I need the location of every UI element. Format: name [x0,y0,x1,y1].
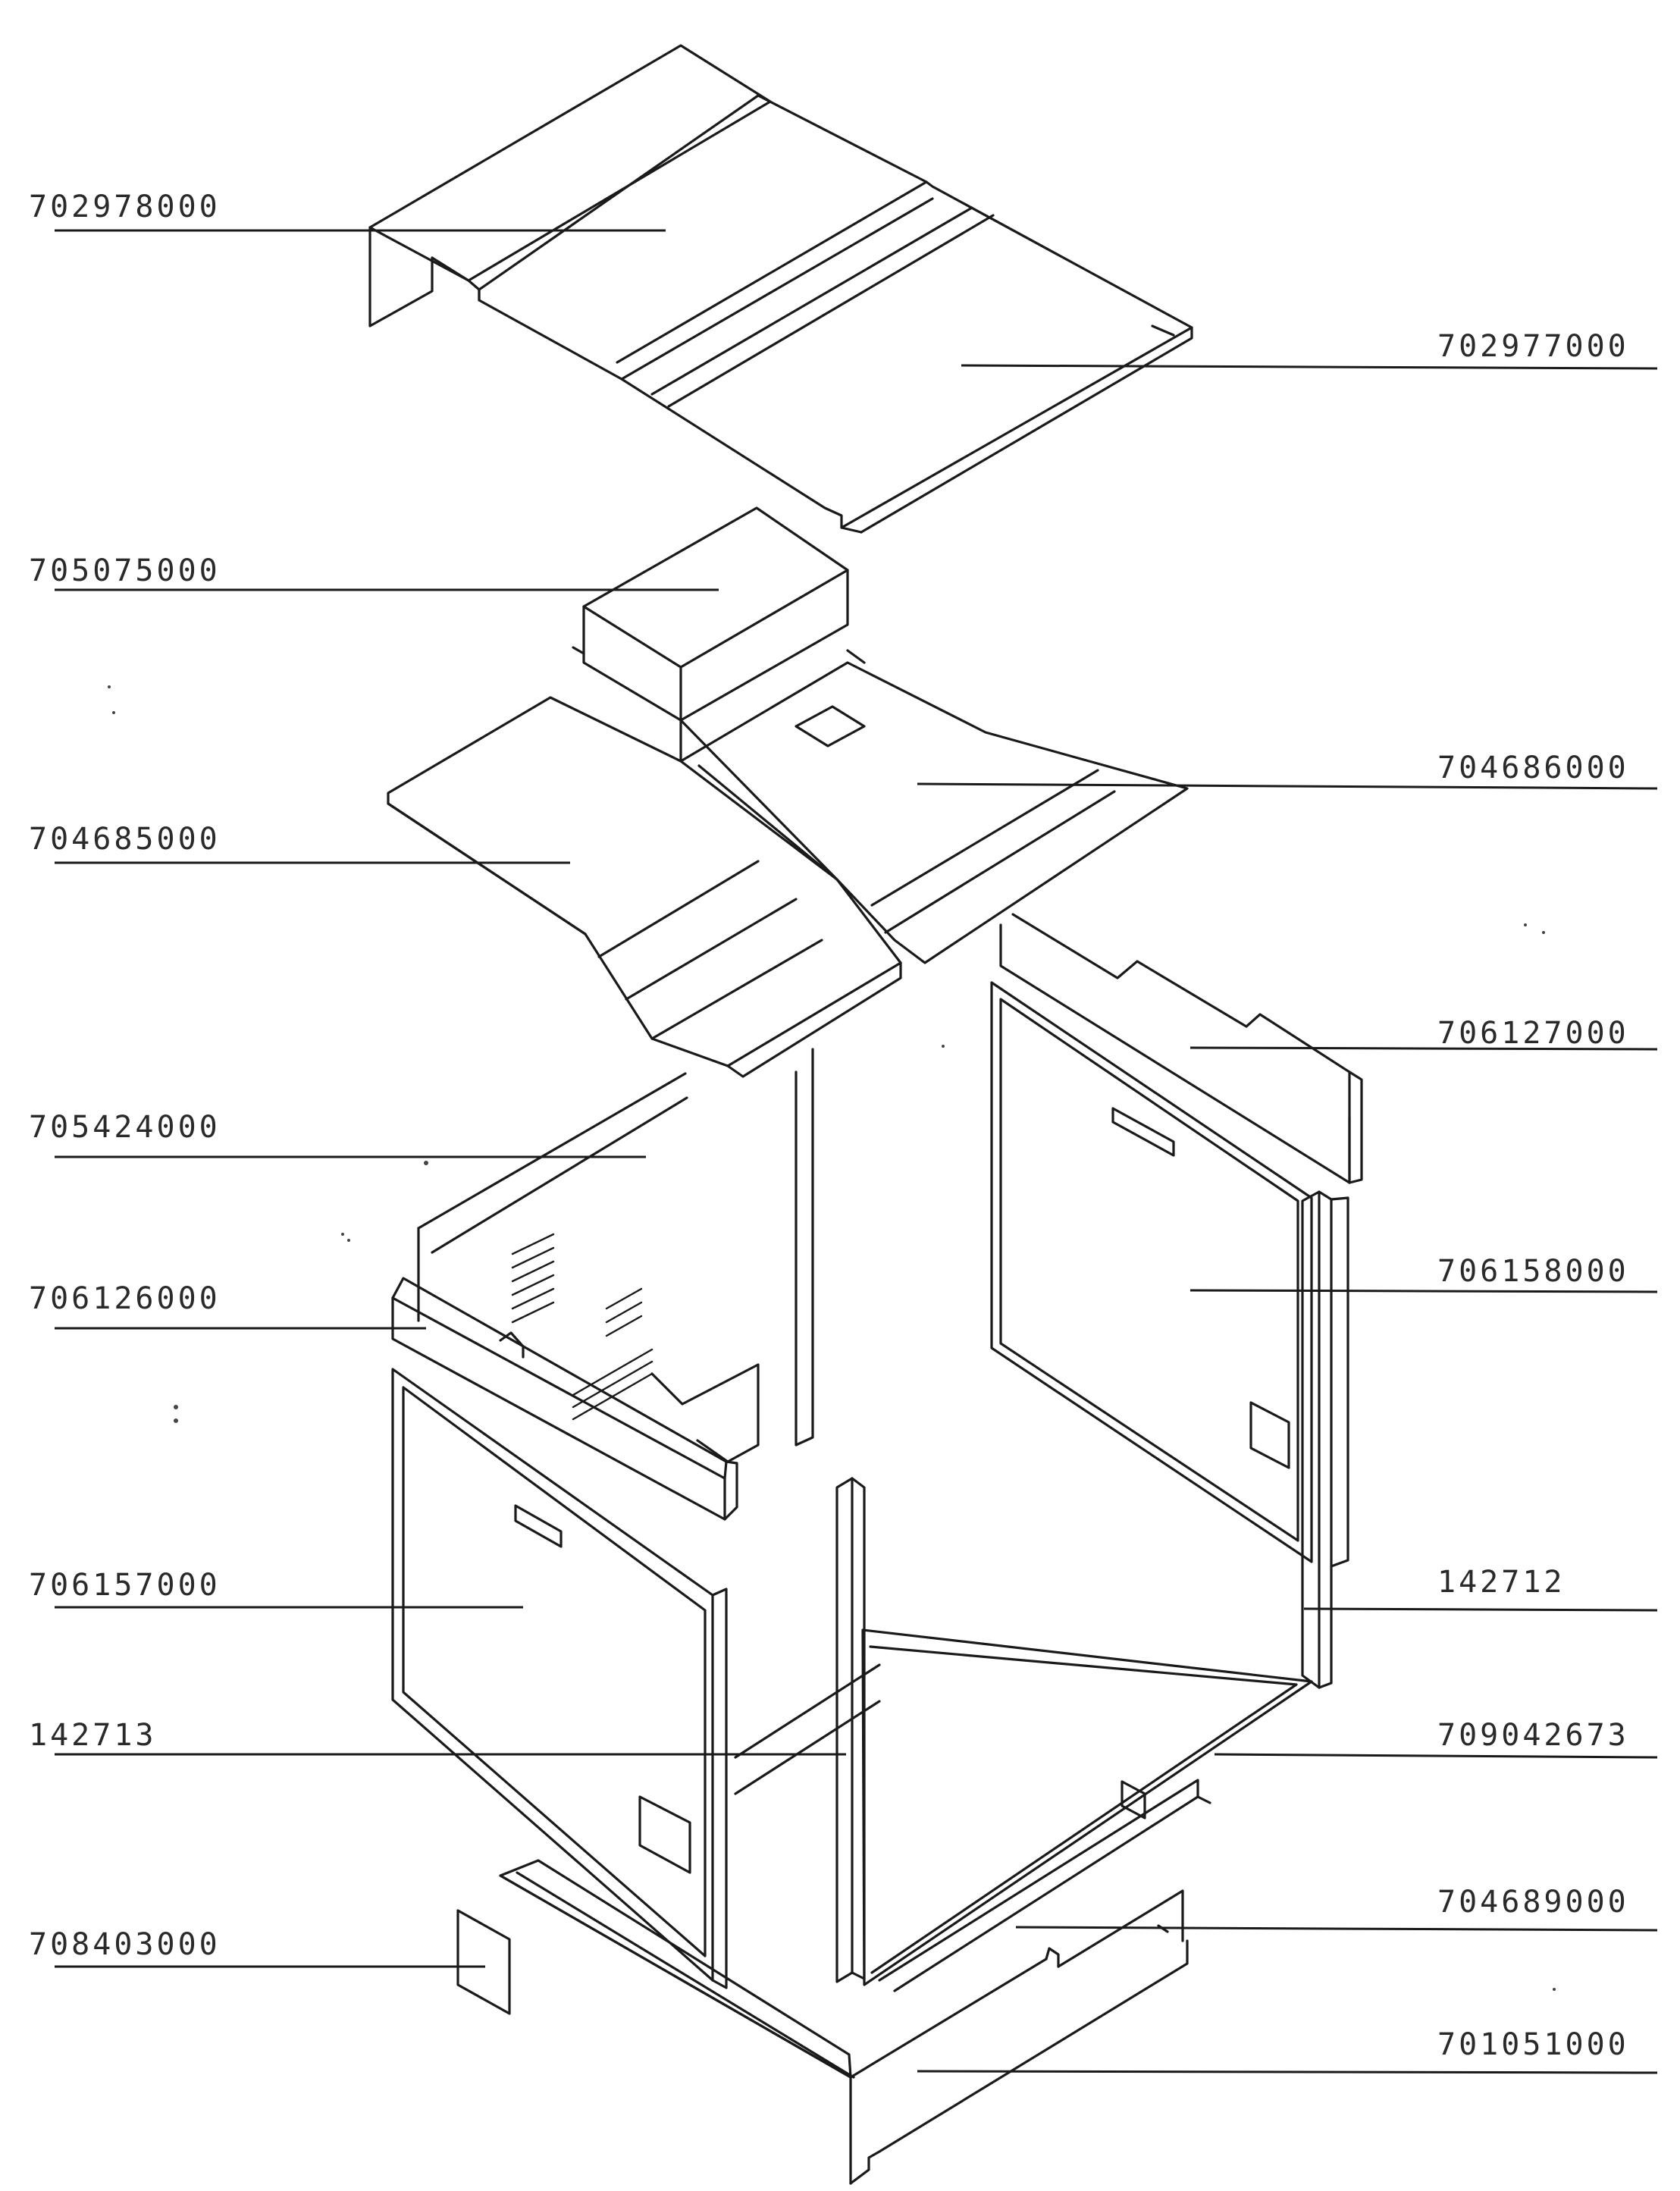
part-number-label: 706127000 [1437,1016,1629,1051]
part-number-label: 704686000 [1437,751,1629,785]
callout-706126000[interactable]: 706126000 [29,1281,426,1330]
part-number-label: 706158000 [1437,1254,1629,1289]
bottom-frame [878,1779,1211,1992]
callout-708403000[interactable]: 708403000 [29,1927,485,1968]
part-number-label: 142712 [1437,1565,1566,1600]
part-number-label: 702978000 [29,190,221,224]
callout-705075000[interactable]: 705075000 [29,553,719,591]
callout-702977000[interactable]: 702977000 [961,329,1658,370]
callout-704685000[interactable]: 704685000 [29,822,570,864]
leader-line [1189,1046,1658,1051]
callout-704689000[interactable]: 704689000 [1015,1885,1658,1932]
top-cover [478,94,1193,534]
seal-strip-left [835,1477,866,1983]
left-side-panel [391,1368,728,1989]
insulation-top-left [387,696,902,1078]
leader-line [1015,1926,1658,1932]
callout-706127000[interactable]: 706127000 [1189,1016,1658,1051]
insulation-right-top [999,913,1363,1184]
part-number-label: 701051000 [1437,2027,1629,2062]
part-number-label: 706126000 [29,1281,221,1316]
part-number-label: 709042673 [1437,1718,1629,1753]
callout-709042673[interactable]: 709042673 [1214,1718,1658,1759]
base-tray [499,1859,1189,2185]
leader-line [1303,1607,1658,1612]
rear-panel [417,1048,814,1463]
part-number-label: 142713 [29,1718,157,1753]
part-number-label: 708403000 [29,1927,221,1962]
callout-706158000[interactable]: 706158000 [1189,1254,1658,1293]
right-side-panel [990,981,1313,1563]
seal-strip-right [1301,1190,1349,1689]
part-number-label: 705424000 [29,1110,221,1145]
callout-706157000[interactable]: 706157000 [29,1568,523,1609]
part-number-label: 704685000 [29,822,221,857]
insulation-left-top [391,1277,738,1521]
leader-line [961,364,1658,370]
inner-frame [734,1628,1313,1986]
scan-specks [108,685,1556,1991]
small-plate [456,1909,511,2015]
leader-line [1189,1289,1658,1293]
part-number-label: 704689000 [1437,1885,1629,1920]
callout-705424000[interactable]: 705424000 [29,1110,646,1158]
fan-housing [572,506,866,722]
leader-line [917,2070,1658,2074]
insulation-top-right [679,661,1189,964]
part-number-label: 706157000 [29,1568,221,1603]
callout-702978000[interactable]: 702978000 [29,190,666,232]
callout-142713[interactable]: 142713 [29,1718,846,1756]
leader-line [1214,1753,1658,1759]
leader-line [917,782,1658,790]
callout-701051000[interactable]: 701051000 [917,2027,1658,2074]
part-number-label: 702977000 [1437,329,1629,364]
callout-142712[interactable]: 142712 [1303,1565,1658,1612]
part-number-label: 705075000 [29,553,221,588]
callout-704686000[interactable]: 704686000 [917,751,1658,790]
top-rear-cover [368,44,772,328]
